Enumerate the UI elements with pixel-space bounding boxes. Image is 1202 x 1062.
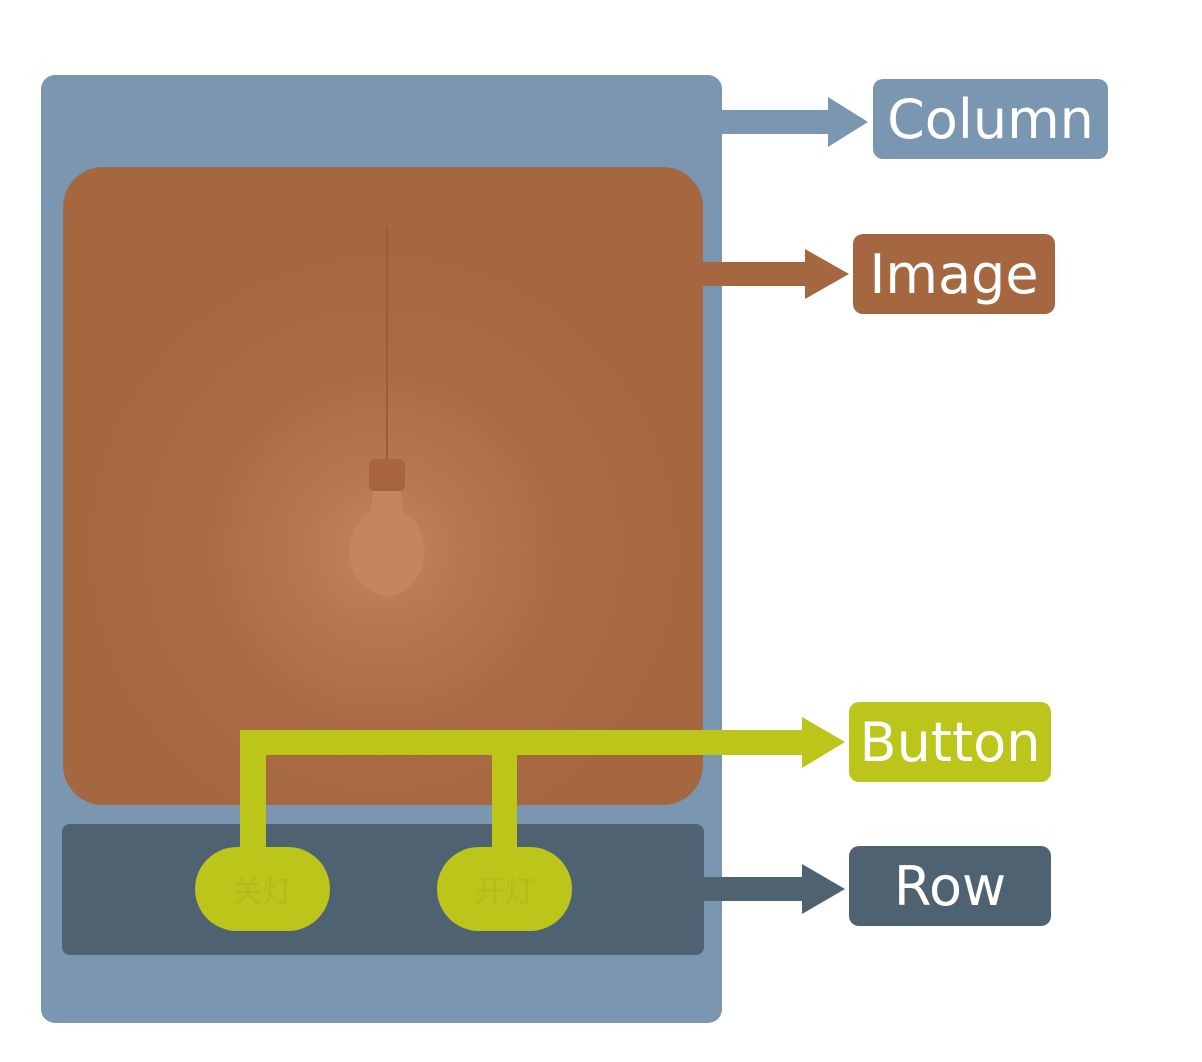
lightbulb-icon bbox=[349, 227, 425, 597]
column-arrow bbox=[722, 97, 868, 147]
image-label: Image bbox=[853, 234, 1055, 314]
row-arrow bbox=[704, 864, 845, 914]
button-row bbox=[62, 824, 704, 955]
button-arrow bbox=[240, 717, 845, 850]
lightbulb-image bbox=[63, 167, 703, 805]
lights-on-button[interactable]: 开灯 bbox=[437, 847, 572, 931]
image-arrow bbox=[703, 249, 849, 299]
column-label: Column bbox=[873, 79, 1108, 159]
lights-off-button[interactable]: 关灯 bbox=[195, 847, 330, 931]
button-label: Button bbox=[849, 702, 1051, 782]
row-label: Row bbox=[849, 846, 1051, 926]
